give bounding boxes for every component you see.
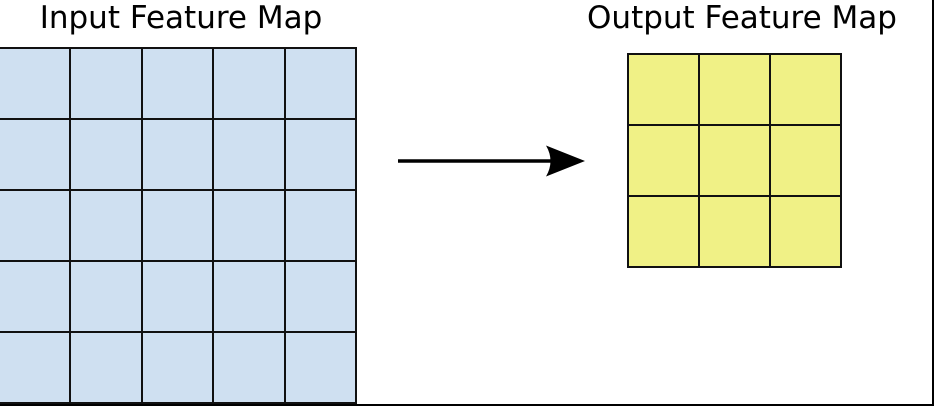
grid-cell [71, 333, 141, 402]
grid-cell [285, 191, 355, 260]
grid-cell [142, 262, 213, 331]
grid-cell [0, 333, 70, 402]
arrow-head [546, 145, 585, 177]
output-feature-map-title: Output Feature Map [587, 0, 897, 36]
grid-cell [0, 191, 70, 260]
grid-cell [214, 333, 284, 402]
grid-cell [214, 120, 284, 189]
output-feature-map-grid [627, 53, 842, 268]
grid-cell [142, 120, 213, 189]
right-arrow-icon [398, 145, 585, 177]
grid-cell [629, 126, 698, 195]
grid-cell [71, 191, 141, 260]
grid-cell [0, 262, 70, 331]
grid-cell [214, 191, 284, 260]
grid-cell [142, 49, 213, 118]
input-feature-map-grid [0, 47, 357, 404]
grid-cell [0, 49, 70, 118]
grid-cell [285, 120, 355, 189]
grid-cell [285, 262, 355, 331]
grid-cell [285, 333, 355, 402]
grid-cell [214, 49, 284, 118]
grid-cell [629, 197, 698, 266]
grid-cell [700, 126, 769, 195]
grid-cell [700, 55, 769, 124]
grid-cell [71, 120, 141, 189]
grid-cell [771, 55, 840, 124]
grid-cell [285, 49, 355, 118]
grid-cell [71, 49, 141, 118]
grid-cell [629, 55, 698, 124]
grid-cell [771, 126, 840, 195]
input-feature-map-title: Input Feature Map [39, 0, 323, 36]
grid-cell [71, 262, 141, 331]
grid-cell [0, 120, 70, 189]
grid-cell [142, 333, 213, 402]
grid-cell [771, 197, 840, 266]
grid-cell [214, 262, 284, 331]
grid-cell [142, 191, 213, 260]
grid-cell [700, 197, 769, 266]
